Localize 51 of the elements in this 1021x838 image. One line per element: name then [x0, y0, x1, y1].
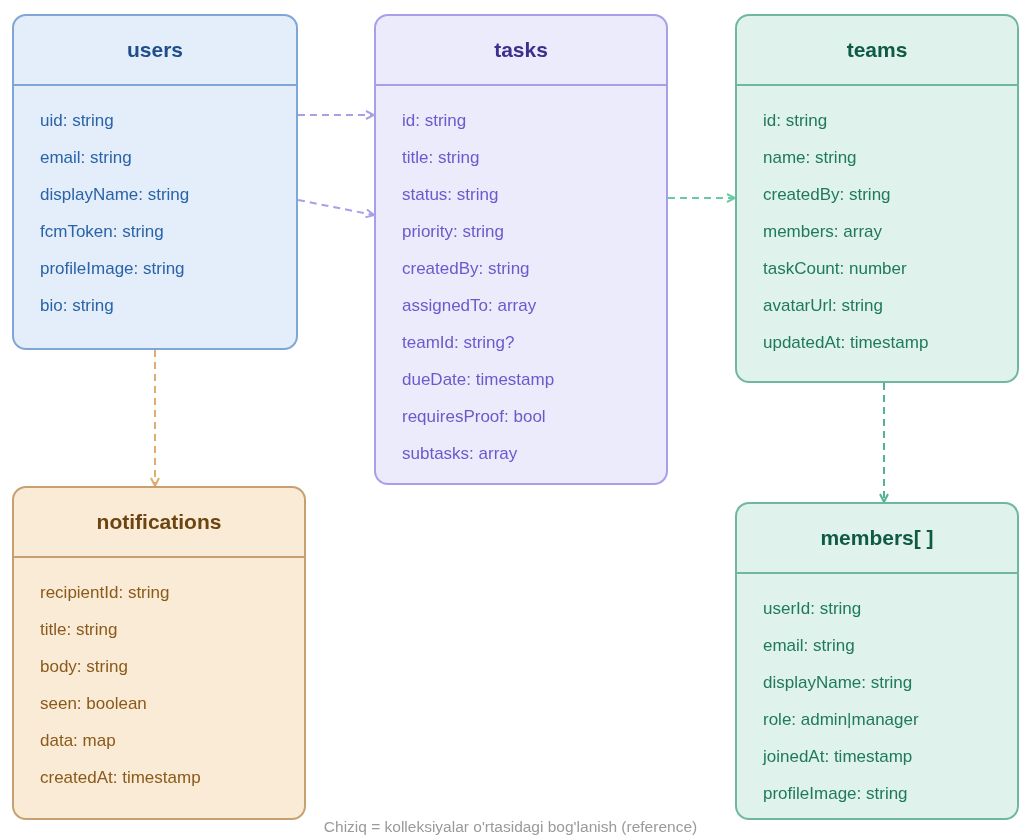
- collection-card: [12, 486, 306, 820]
- field-text: members: array: [763, 222, 883, 242]
- dashed-arrow: [297, 199, 375, 219]
- field-text: createdBy: string: [763, 185, 891, 205]
- field-text: status: string: [402, 185, 499, 205]
- field-text: requiresProof: bool: [402, 407, 546, 427]
- dashed-arrow: [150, 349, 160, 487]
- field-text: priority: string: [402, 222, 505, 242]
- collection-card: [735, 14, 1019, 383]
- field-text: bio: string: [40, 296, 114, 316]
- field-text: profileImage: string: [40, 259, 185, 279]
- collection-title: notifications: [96, 510, 222, 534]
- dashed-arrow: [879, 382, 889, 503]
- field-text: data: map: [40, 731, 116, 751]
- collection-title: members[ ]: [820, 526, 934, 550]
- field-text: id: string: [763, 111, 828, 131]
- field-text: title: string: [40, 620, 118, 640]
- dashed-arrow: [297, 110, 375, 120]
- field-text: userId: string: [763, 599, 862, 619]
- collection-title: tasks: [494, 38, 548, 62]
- dashed-arrow: [667, 193, 736, 203]
- collection-card: [12, 14, 298, 350]
- collection-card: [735, 502, 1019, 820]
- field-text: recipientId: string: [40, 583, 170, 603]
- field-text: displayName: string: [763, 673, 913, 693]
- field-text: title: string: [402, 148, 480, 168]
- field-text: seen: boolean: [40, 694, 147, 714]
- field-text: email: string: [40, 148, 132, 168]
- field-text: displayName: string: [40, 185, 190, 205]
- field-text: teamId: string?: [402, 333, 515, 353]
- field-text: body: string: [40, 657, 128, 677]
- field-text: createdAt: timestamp: [40, 768, 201, 788]
- field-text: createdBy: string: [402, 259, 530, 279]
- footnote: Chiziq = kolleksiyalar o'rtasidagi bog'lanish (reference): [323, 818, 698, 835]
- field-text: role: admin|manager: [763, 710, 919, 730]
- collection-card: [374, 14, 668, 485]
- collection-title: users: [126, 38, 183, 62]
- field-text: profileImage: string: [763, 784, 908, 804]
- field-text: subtasks: array: [402, 444, 518, 464]
- field-text: name: string: [763, 148, 857, 168]
- field-text: updatedAt: timestamp: [763, 333, 929, 353]
- field-text: taskCount: number: [763, 259, 907, 279]
- field-text: assignedTo: array: [402, 296, 537, 316]
- collection-title: teams: [846, 38, 908, 62]
- field-text: email: string: [763, 636, 855, 656]
- field-text: fcmToken: string: [40, 222, 164, 242]
- field-text: avatarUrl: string: [763, 296, 883, 316]
- field-text: joinedAt: timestamp: [763, 747, 913, 767]
- field-text: uid: string: [40, 111, 114, 131]
- field-text: dueDate: timestamp: [402, 370, 555, 390]
- field-text: id: string: [402, 111, 467, 131]
